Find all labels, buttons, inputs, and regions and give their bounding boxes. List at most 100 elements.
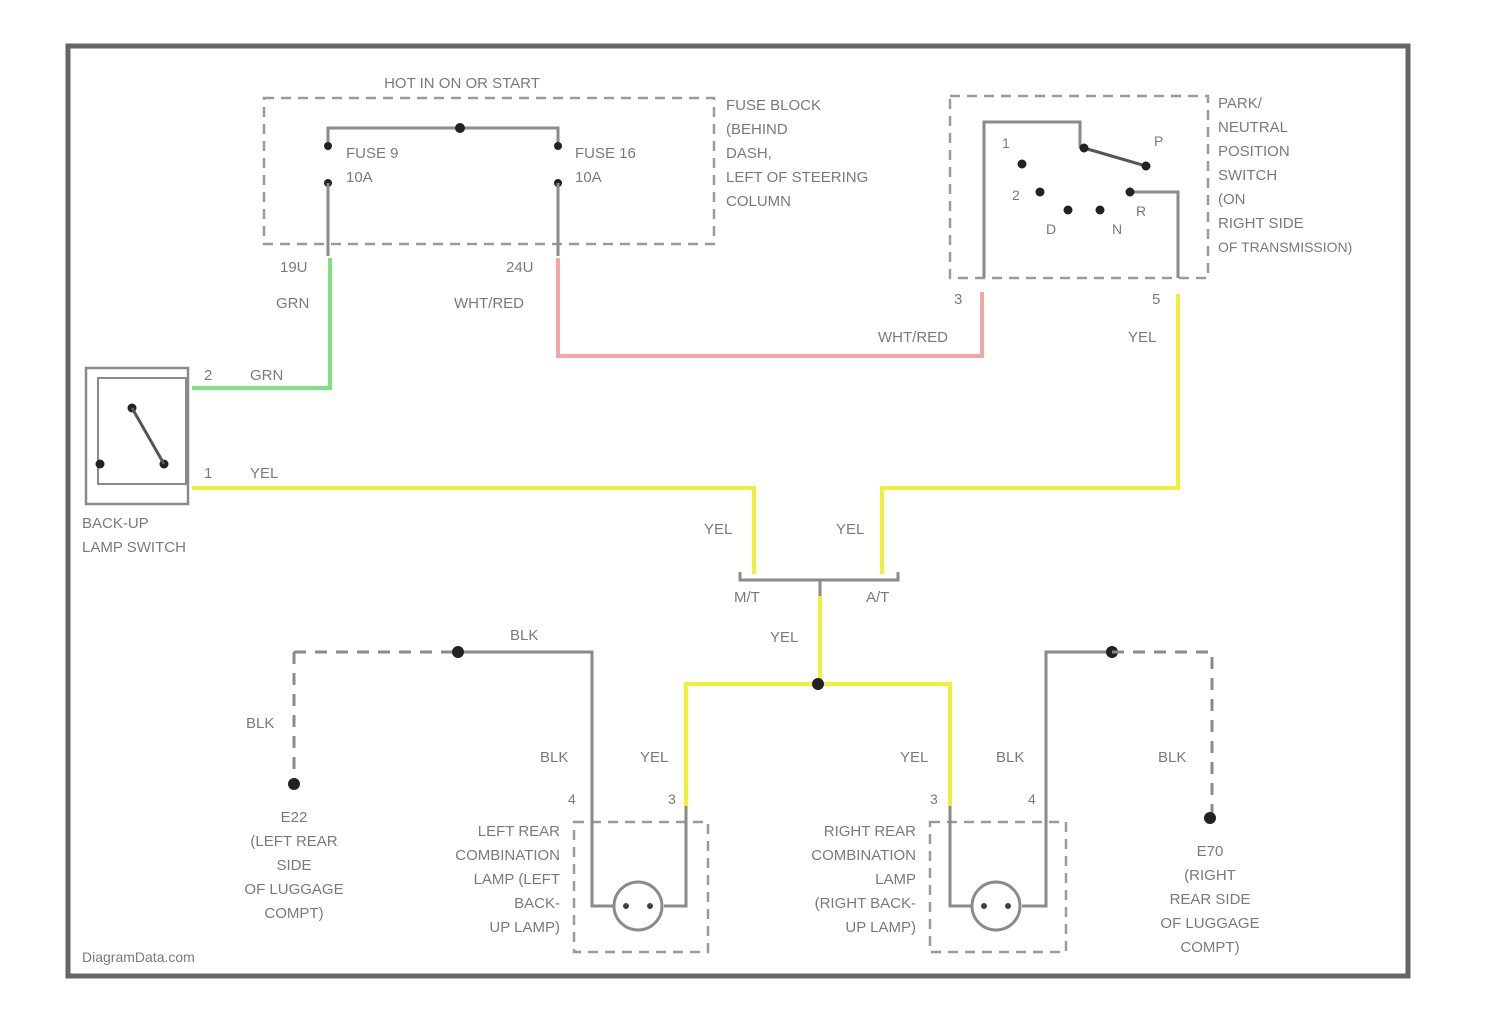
junction-left-label: M/T [734,589,760,606]
pn-switch-title-4: SWITCH [1218,167,1277,184]
wire-yel-left-lamp: YEL [640,749,668,766]
pn-pos-p: P [1154,133,1163,149]
right-blk-lamp-label: BLK [996,749,1024,766]
pn-switch-pin-left: 3 [954,291,962,308]
left-lamp-outline [574,822,708,952]
right-ground-point [1204,812,1216,824]
left-lamp-label-1: LEFT REAR [478,823,560,840]
wire-yellow-backup [192,488,754,574]
left-blk-wire [458,652,592,806]
right-ground-label-4: OF LUGGAGE [1160,915,1259,932]
pn-pos-r: R [1136,203,1146,219]
right-ground-label-5: COMPT) [1180,939,1239,956]
backup-switch-inner [98,378,186,484]
fuse-block-title-5: COLUMN [726,193,791,210]
watermark: DiagramData.com [82,949,195,965]
right-lamp-filament-a [981,903,987,909]
pn-switch-contact-n [1096,206,1105,215]
pn-switch-contact-1 [1018,160,1027,169]
left-ground-point [288,778,300,790]
fuse-block-title-4: LEFT OF STEERING [726,169,868,186]
wire-yel-right-lamp: YEL [900,749,928,766]
right-lamp-label-3: LAMP [875,871,916,888]
left-blk-lamp-label: BLK [540,749,568,766]
right-lamp-label-2: COMBINATION [811,847,916,864]
pn-pos-n: N [1112,221,1122,237]
fuse-left-pin: 19U [280,259,308,276]
wire-red-label-right: WHT/RED [878,329,948,346]
pn-switch-contact-d [1064,206,1073,215]
fuse-block-title-1: FUSE BLOCK [726,97,821,114]
pn-switch-title-3: POSITION [1218,143,1290,160]
backup-switch-wire-bottom: YEL [250,465,278,482]
fuse-left-terminal-top [324,142,332,150]
right-lamp-pin-right: 4 [1028,791,1036,807]
backup-switch-title-1: BACK-UP [82,515,149,532]
left-ground-label-4: OF LUGGAGE [244,881,343,898]
backup-switch-pin-top: 2 [204,367,212,384]
right-blk-side-label: BLK [1158,749,1186,766]
pn-switch-title-1: PARK/ [1218,95,1263,112]
power-label: HOT IN ON OR START [384,75,540,92]
left-lamp-label-5: UP LAMP) [489,919,560,936]
junction-right-wire: YEL [836,521,864,538]
pn-switch-pivot [1080,144,1089,153]
wire-red-label-left: WHT/RED [454,295,524,312]
junction-left-wire: YEL [704,521,732,538]
pn-switch-title-7: OF TRANSMISSION) [1218,239,1352,255]
pn-switch-pin-right: 5 [1152,291,1160,308]
left-blk-side-label: BLK [246,715,274,732]
wire-yellow-lamps [686,684,950,806]
pn-switch-contact-2 [1036,188,1045,197]
fuse-right-name: FUSE 16 [575,145,636,162]
left-lamp-bulb-icon [614,882,662,930]
fuse-block-title-3: DASH, [726,145,772,162]
right-ground-label-1: E70 [1197,843,1224,860]
right-blk-wire [1046,652,1112,806]
right-ground-dashed [1112,652,1212,816]
fuse-block: HOT IN ON OR START FUSE 9 10A FUSE 16 10… [264,75,868,276]
right-lamp-pin-left: 3 [930,791,938,807]
park-neutral-switch: P R N D 2 1 PARK/ NEUTRAL POSITION SWITC… [950,95,1352,308]
wire-yellow-pn-label: YEL [1128,329,1156,346]
fuse-block-title-2: (BEHIND [726,121,788,138]
pn-switch-body [984,122,1080,278]
fuse-right-terminal-top [554,142,562,150]
left-ground-label-1: E22 [281,809,308,826]
left-ground-label-2: (LEFT REAR [250,833,337,850]
left-lamp-pin-left: 4 [568,791,576,807]
fuse-left-rating: 10A [346,169,373,186]
backup-switch-arm [132,408,164,464]
backup-switch-pin-bottom: 1 [204,465,212,482]
backup-switch-title-2: LAMP SWITCH [82,539,186,556]
right-lamp-label-1: RIGHT REAR [824,823,916,840]
wire-green-label: GRN [276,295,309,312]
pn-switch-contact-arm [1084,148,1146,166]
junction-right-label: A/T [866,589,889,606]
junction-bar [740,572,898,580]
left-lamp-label-2: COMBINATION [455,847,560,864]
fuse-block-outline [264,98,714,244]
right-lamp-bulb-icon [972,882,1020,930]
pn-pos-d: D [1046,221,1056,237]
fuse-right-pin: 24U [506,259,534,276]
left-blk-splice [452,646,464,658]
fuse-left-name: FUSE 9 [346,145,399,162]
yellow-splice-node [812,678,824,690]
pn-switch-title-6: RIGHT SIDE [1218,215,1304,232]
backup-switch-contact-left [96,460,105,469]
transmission-junction: YEL YEL M/T A/T YEL [704,521,898,684]
pn-pos-2: 2 [1012,187,1020,203]
left-blk-top-label: BLK [510,627,538,644]
left-rear-combination-lamp: 4 3 LEFT REAR COMBINATION LAMP (LEFT BAC… [455,791,708,952]
pn-switch-title-5: (ON [1218,191,1246,208]
right-lamp-label-5: UP LAMP) [845,919,916,936]
fuse-right-rating: 10A [575,169,602,186]
right-ground-label-2: (RIGHT [1184,867,1236,884]
right-lamp-filament-b [1005,903,1011,909]
right-ground-label-3: REAR SIDE [1170,891,1251,908]
pn-switch-title-2: NEUTRAL [1218,119,1288,136]
junction-bottom-wire: YEL [770,629,798,646]
left-lamp-filament-a [623,903,629,909]
